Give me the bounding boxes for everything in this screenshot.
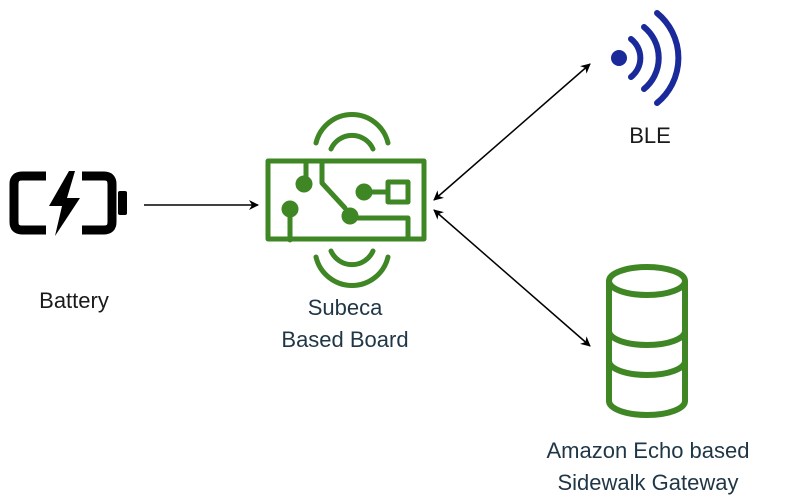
gateway-label-line-1: Amazon Echo based <box>546 438 750 463</box>
gateway-label-line-2: Sidewalk Gateway <box>557 470 739 495</box>
wireless-signal-icon <box>611 10 682 106</box>
battery-label-text: Battery <box>39 288 109 313</box>
battery-label: Battery <box>14 285 134 317</box>
board-label: Subeca Based Board <box>230 292 460 356</box>
gateway-cylinder-icon <box>606 264 688 418</box>
battery-charging-icon <box>9 171 127 236</box>
ble-label: BLE <box>600 120 700 152</box>
board-label-line-1: Subeca <box>307 295 383 320</box>
circuit-board-icon <box>265 112 427 288</box>
ble-label-text: BLE <box>629 123 671 148</box>
edge-board-to-gateway <box>433 209 591 347</box>
edge-board-to-ble <box>433 63 591 201</box>
gateway-label: Amazon Echo based Sidewalk Gateway <box>505 435 791 499</box>
connectors <box>144 63 591 347</box>
board-label-line-2: Based Board <box>281 327 409 352</box>
